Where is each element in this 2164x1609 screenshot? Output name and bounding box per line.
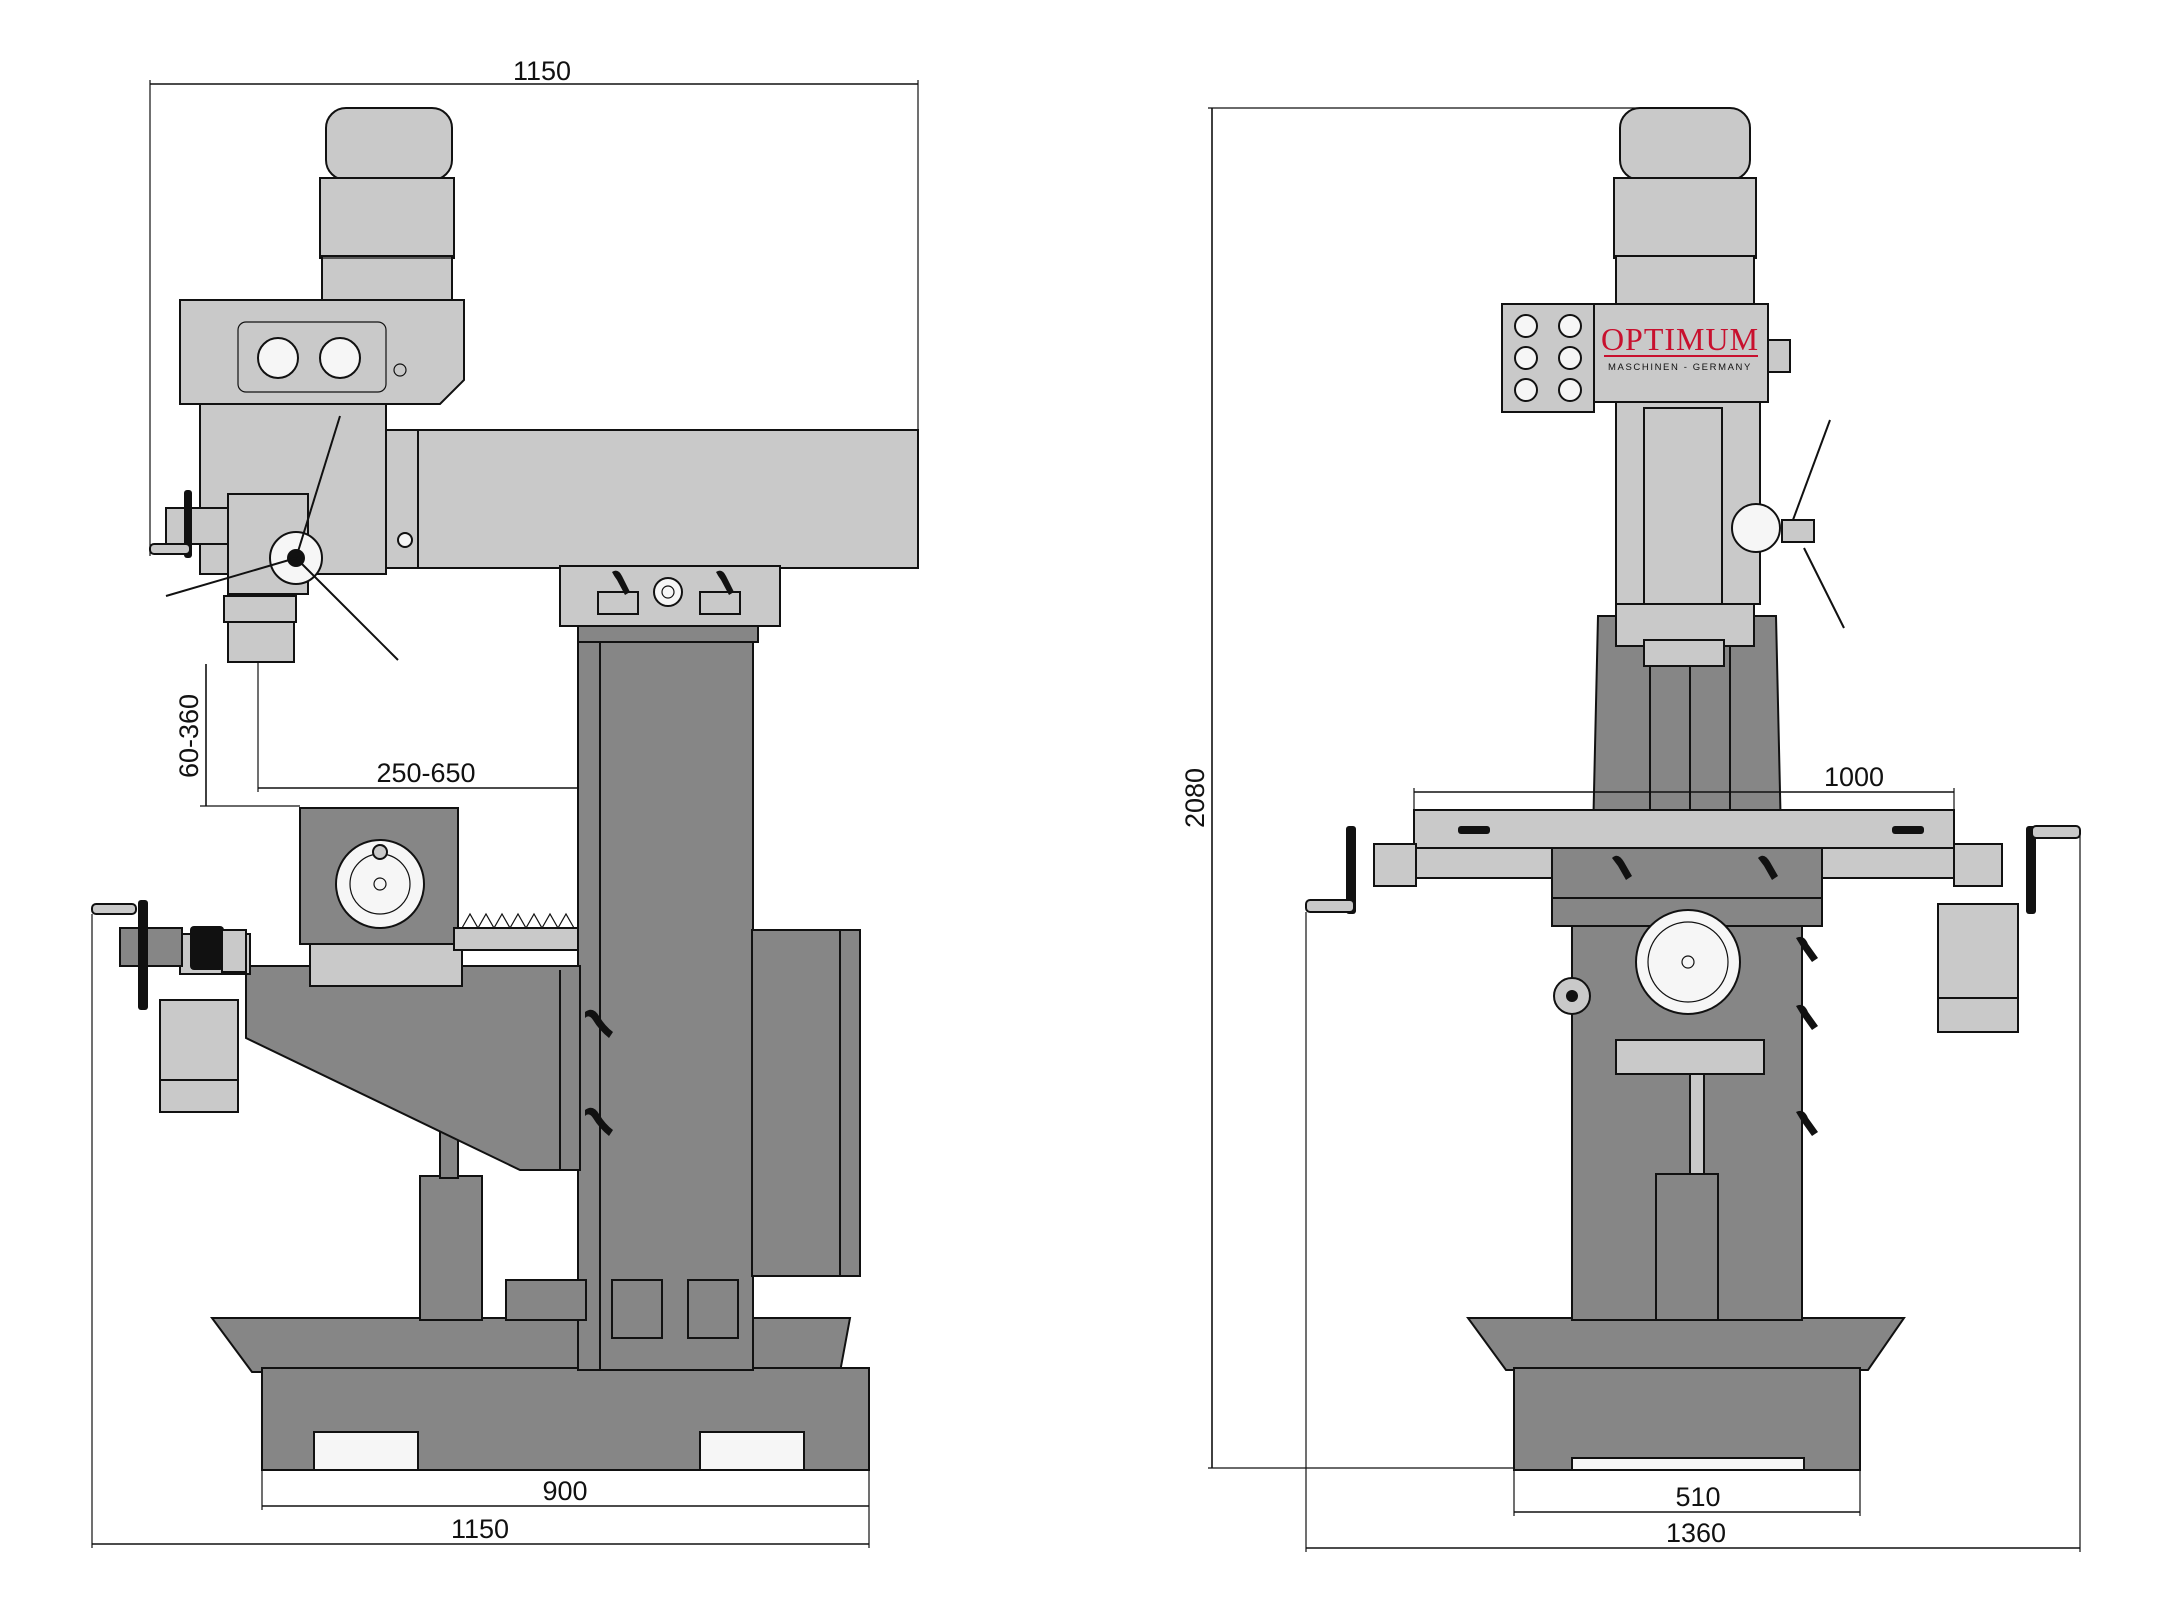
front-head [1501, 303, 1845, 667]
side-elevating-screw [419, 1129, 483, 1321]
side-head [149, 299, 465, 663]
side-base [210, 1317, 870, 1471]
side-knee [245, 965, 613, 1171]
brand-name: OPTIMUM [1601, 321, 1759, 357]
side-table-feed [91, 839, 425, 1113]
dim-side-base-width-label: 900 [542, 1476, 587, 1506]
brand-logo: OPTIMUM MASCHINEN - GERMANY [1601, 321, 1759, 373]
dim-front-base-width-label: 510 [1675, 1482, 1720, 1512]
dim-table-length-label: 1000 [1824, 762, 1884, 792]
side-motor [319, 107, 455, 301]
side-column [505, 617, 861, 1371]
dim-side-overall-width-label: 1150 [451, 1514, 509, 1544]
front-knee [1551, 847, 1823, 1321]
dim-front-height-label: 2080 [1180, 768, 1210, 828]
dim-spindle-to-column-label: 250-650 [376, 758, 475, 788]
dim-front-height: 2080 [1180, 107, 1640, 1469]
front-motor [1613, 107, 1757, 305]
dim-table-length: 1000 [1413, 762, 1955, 812]
dim-spindle-to-table: 60-360 [174, 664, 300, 807]
dim-front-base-width: 510 [1513, 1470, 1861, 1516]
dim-spindle-to-column: 250-650 [257, 662, 578, 792]
front-handwheels [1305, 825, 2081, 1033]
dim-spindle-to-table-label: 60-360 [174, 694, 204, 778]
dim-side-overall-width: 1150 [91, 914, 869, 1548]
side-ram [369, 429, 919, 627]
side-view [91, 107, 919, 1471]
dim-side-top-width: 1150 [149, 56, 919, 556]
brand-tagline: MASCHINEN - GERMANY [1608, 362, 1752, 373]
dim-side-base-width: 900 [261, 1470, 870, 1548]
front-table [1413, 809, 1955, 899]
front-view: OPTIMUM MASCHINEN - GERMANY [1305, 107, 2081, 1471]
dim-side-top-width-label: 1150 [513, 56, 571, 86]
dim-front-overall-width-label: 1360 [1666, 1518, 1726, 1548]
dim-front-overall-width: 1360 [1305, 836, 2081, 1552]
dimension-lines: 1150 60-360 250-650 900 1150 [91, 56, 2081, 1552]
front-base [1466, 1317, 1906, 1471]
